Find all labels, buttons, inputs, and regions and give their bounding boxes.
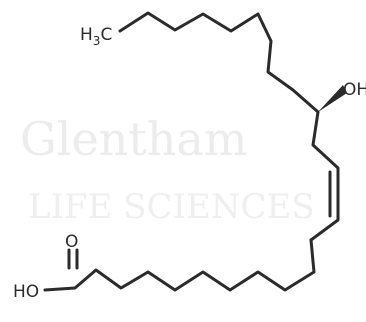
watermark-tagline: LIFE SCIENCES: [28, 187, 315, 227]
hydroxyl-label: OH: [343, 80, 366, 100]
bond-chain-middle: [309, 110, 340, 242]
carbonyl-group: [67, 248, 79, 270]
carbonyl-oxygen-label: O: [65, 232, 78, 252]
watermark: Glentham LIFE SCIENCES: [20, 112, 315, 227]
acid-hydroxyl-label: HO: [13, 282, 39, 302]
methyl-label: H3C: [80, 25, 112, 48]
middle-chain: [309, 110, 340, 242]
alkyl-chain: [118, 11, 320, 114]
bond-chain-lower: [43, 238, 316, 292]
lower-chain: [43, 238, 316, 292]
watermark-name: Glentham: [20, 112, 247, 166]
bond-chain-upper: [118, 11, 320, 114]
stereo-wedge-bond: [318, 85, 347, 112]
